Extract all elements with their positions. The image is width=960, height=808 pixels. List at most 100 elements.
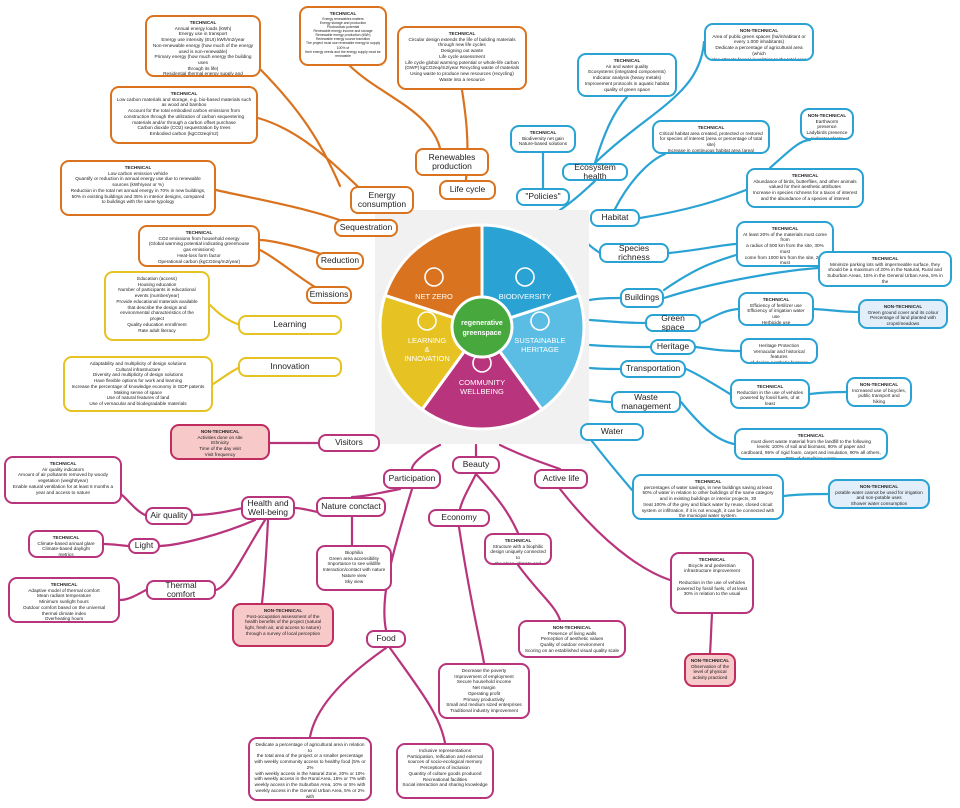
label-innovation[interactable]: Innovation xyxy=(238,357,342,377)
segment-community-wellbeing[interactable] xyxy=(419,324,545,431)
label-heritage[interactable]: Heritage xyxy=(650,339,696,355)
label-participation[interactable]: Participation xyxy=(383,469,441,489)
box-line: Net margin xyxy=(472,685,496,691)
connector-line xyxy=(516,563,562,622)
box-line: health benefits of the project (natural xyxy=(244,619,322,625)
connector-line xyxy=(457,525,486,665)
box-line: level of physical xyxy=(693,669,727,675)
label-food[interactable]: Food xyxy=(366,630,406,648)
label-air-quality[interactable]: Air quality xyxy=(145,507,193,525)
box-line: with weekly community access to healthy … xyxy=(254,759,366,770)
box-title: TECHNICAL xyxy=(448,31,476,36)
box-line: Energy storage and production xyxy=(319,20,367,25)
segment-net-zero[interactable] xyxy=(383,223,484,330)
label-economy[interactable]: Economy xyxy=(428,509,490,527)
box-line: Overheating hours xyxy=(44,616,84,622)
box-line: Sky view xyxy=(344,578,364,584)
label-species-richness[interactable]: Species richness xyxy=(599,243,669,263)
box-line: Nature view xyxy=(341,572,367,578)
box-line: for species of interest (area or percent… xyxy=(659,136,763,148)
box-line: Annual energy loads (kWh) xyxy=(174,25,232,31)
box-line: Life cycle assessment xyxy=(439,53,485,59)
box-title: TECHNICAL xyxy=(529,130,557,135)
connector-line xyxy=(679,400,736,446)
box-line: Non-renewable energy (how much of the en… xyxy=(152,42,254,48)
label-visitors[interactable]: Visitors xyxy=(318,434,380,452)
label-health-wellbeing[interactable]: Health and Well-being xyxy=(241,496,295,520)
box-title: TECHNICAL xyxy=(50,582,78,587)
label-learning[interactable]: Learning xyxy=(238,315,342,335)
box-line: 50% of water in relation to other buildi… xyxy=(642,490,774,496)
box-line: Cultural infrastructure xyxy=(115,366,161,372)
label-beauty[interactable]: Beauty xyxy=(452,456,500,474)
box-line: Presence of living walls xyxy=(547,630,597,636)
label-green-space[interactable]: Green space xyxy=(645,313,701,332)
box-line: Making sense of space xyxy=(114,389,162,395)
label-energy-consumption[interactable]: Energy consumption xyxy=(350,186,414,214)
label-water[interactable]: Water xyxy=(580,423,644,441)
box-title: TECHNICAL xyxy=(124,165,152,170)
lightbulb-icon xyxy=(417,311,437,331)
label-ecosystem-health[interactable]: Ecosystem health xyxy=(562,162,628,181)
box-line: Traditional industry improvement xyxy=(450,708,518,714)
box-title: TECHNICAL xyxy=(871,256,899,261)
label-reduction[interactable]: Reduction xyxy=(316,252,364,270)
box-line: events (number/year) xyxy=(134,293,180,299)
label-policies[interactable]: "Policies" xyxy=(516,188,570,206)
connector-line xyxy=(588,318,647,325)
box-line: Bicycle and pedestrian xyxy=(688,562,736,568)
label-buildings[interactable]: Buildings xyxy=(620,288,664,308)
box-line: Ladybirds presence xyxy=(806,130,848,136)
box-line: Perceptions of inclusion xyxy=(420,765,470,771)
box-line: Biodiversity net gain xyxy=(522,135,564,141)
label-light[interactable]: Light xyxy=(128,538,160,554)
box-title: TECHNICAL xyxy=(791,173,819,178)
box-line: Biophilia xyxy=(345,550,363,555)
label-active-life[interactable]: Active life xyxy=(534,469,588,489)
box-line: as wood and bamboo xyxy=(161,102,207,108)
connector-line xyxy=(348,64,442,150)
box-line: Interaction/contact with nature xyxy=(322,567,386,573)
box-title: NON-TECHNICAL xyxy=(200,429,240,434)
connector-line xyxy=(259,68,342,188)
box-line: crops/meadows xyxy=(886,321,920,327)
box-line: Rate adult literacy xyxy=(138,327,176,333)
box-line: Primary productivity xyxy=(463,696,505,702)
box-title: TECHNICAL xyxy=(797,433,825,438)
label-nature-contact[interactable]: Nature conctact xyxy=(316,497,386,517)
label-transportation[interactable]: Transportation xyxy=(620,360,686,378)
box-line: Energy use intensity (EUI) kWh/m2/year xyxy=(161,37,245,43)
box-line: Climate-based daylight metrics xyxy=(42,546,90,558)
label-emissions[interactable]: Emissions xyxy=(306,286,352,304)
label-thermal-comfort[interactable]: Thermal comfort xyxy=(146,580,216,600)
segment-biodiversity[interactable] xyxy=(480,223,581,330)
box-line: Renewable energy production (kWh) xyxy=(315,33,371,38)
box-line: Increase in species richness for a taxon… xyxy=(752,190,858,196)
box-title: TECHNICAL xyxy=(697,125,725,130)
label-habitat[interactable]: Habitat xyxy=(590,209,640,227)
box-line: Energy renewables matters xyxy=(322,16,364,21)
label-life-cycle[interactable]: Life cycle xyxy=(439,180,496,200)
box-line: Heritage Protection xyxy=(758,343,800,348)
box-line: Structure with a biophilic xyxy=(492,543,544,549)
box-line: Minimum sunlight hours xyxy=(39,599,89,605)
label-renewables-production[interactable]: Renewables production xyxy=(415,148,489,176)
label-waste-management[interactable]: Waste management xyxy=(611,391,681,413)
label-sequestration[interactable]: Sequestration xyxy=(334,219,398,237)
center-title: regenerative xyxy=(461,320,503,327)
box-line: Account for the total embodied carbon em… xyxy=(127,108,241,114)
box-line: with weekly access in the Natural Zone, … xyxy=(255,770,365,776)
box-line: Indicator plants xyxy=(811,135,843,140)
connector-line xyxy=(558,487,672,582)
